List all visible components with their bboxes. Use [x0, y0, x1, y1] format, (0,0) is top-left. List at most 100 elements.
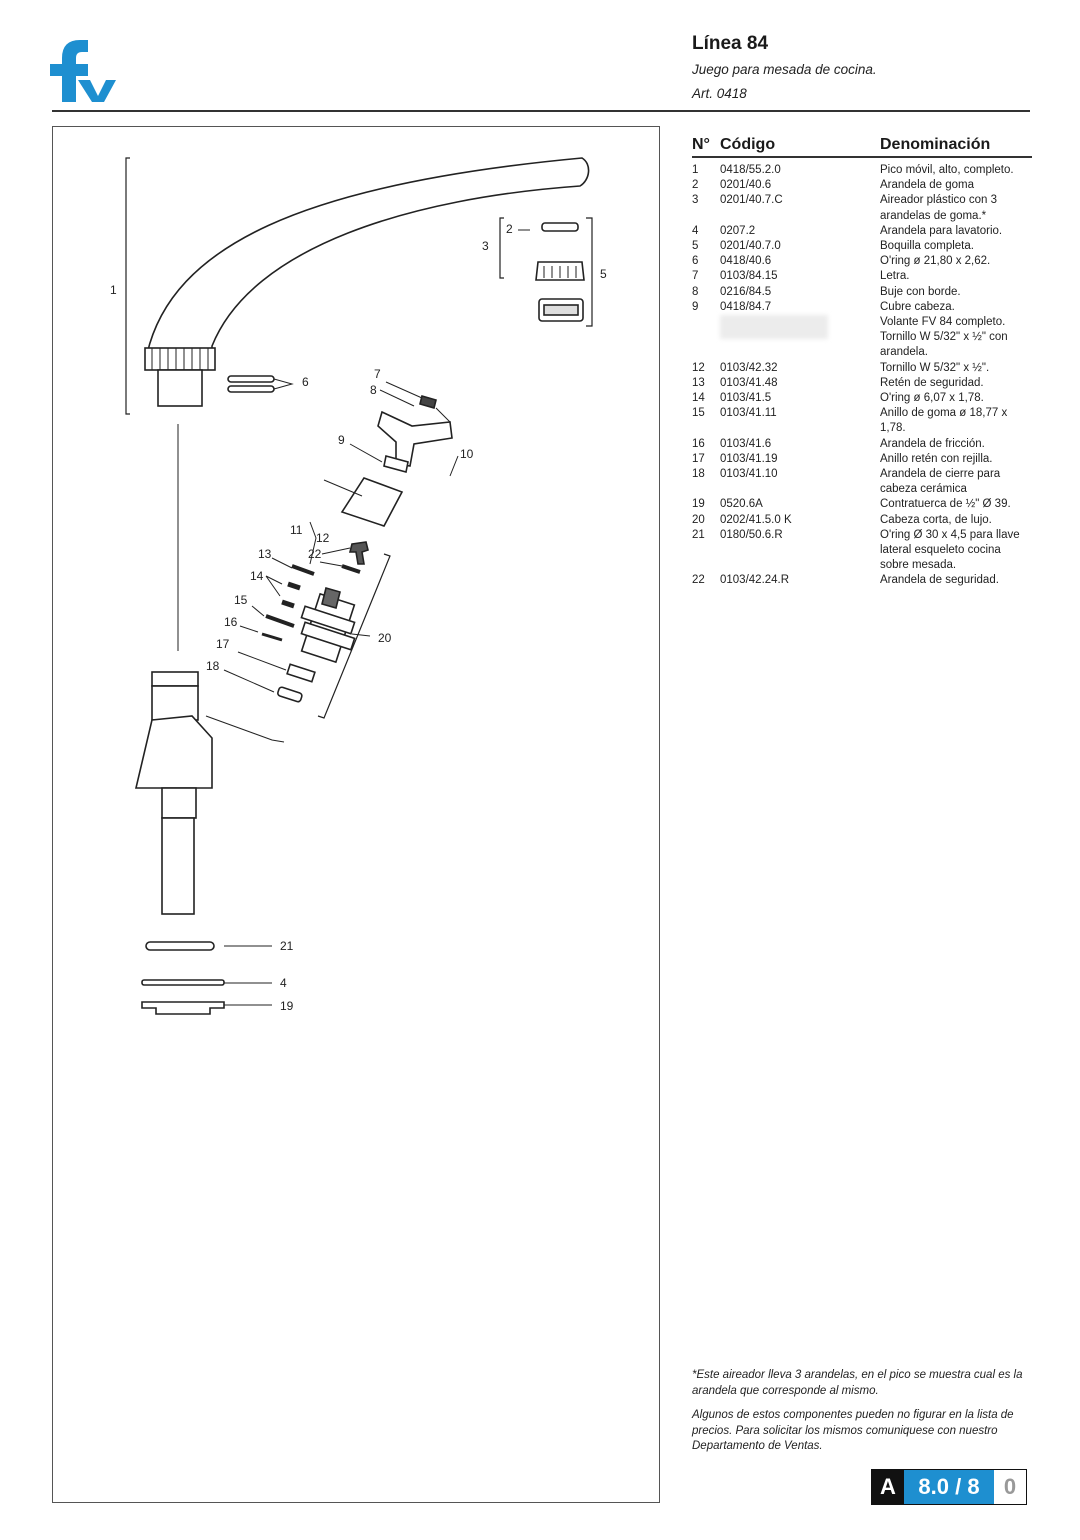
row-name: Cubre cabeza.: [880, 300, 955, 313]
oring-6b: [227, 385, 275, 393]
valve-tube: [161, 817, 195, 915]
spout-base: [157, 369, 203, 407]
row-code: [720, 315, 880, 361]
col-num-header: N°: [692, 136, 710, 153]
page-title: Línea 84: [692, 33, 769, 54]
table-row: Volante FV 84 completo. Tornillo W 5/32"…: [692, 315, 1032, 361]
badge-version: 8.0 / 8: [904, 1470, 994, 1504]
callout-22: 22: [308, 547, 322, 561]
washer-4: [141, 979, 225, 986]
table-row: 8 0216/84.5 Buje con borde.: [692, 285, 1032, 300]
valve-neck: [151, 685, 199, 721]
oring-14a: [287, 581, 301, 591]
callout-12: 12: [316, 531, 330, 545]
row-num: 15: [692, 407, 705, 420]
col-code-header: Código: [720, 136, 776, 153]
row-num: 8: [692, 285, 699, 298]
row-name: Pico móvil, alto, completo.: [880, 164, 1014, 176]
callout-19: 19: [280, 999, 294, 1013]
col-name-header: Denominación: [880, 136, 991, 153]
valve-top: [151, 671, 199, 687]
callout-18: 18: [206, 659, 220, 673]
row-name: Arandela de cierre para cabeza cerámica: [880, 468, 1001, 496]
row-name: Letra.: [880, 270, 910, 283]
row-code: 0202/41.5.0 K: [720, 513, 792, 526]
page-subtitle: Juego para mesada de cocina.: [692, 62, 877, 77]
callout-5: 5: [600, 267, 607, 281]
row-name: Retén de seguridad.: [880, 376, 984, 389]
callout-4: 4: [280, 976, 287, 990]
row-name: Anillo de goma ø 18,77 x 1,78.: [880, 407, 1008, 435]
callout-20: 20: [378, 631, 392, 645]
row-code: 0103/42.32: [720, 361, 778, 374]
seal-13: [291, 564, 315, 576]
valve-body: [134, 715, 213, 789]
row-num: 5: [692, 240, 699, 253]
row-num: 17: [692, 452, 705, 465]
row-code: 0180/50.6.R: [720, 528, 783, 541]
ring-15: [265, 614, 295, 628]
row-num: 13: [692, 376, 705, 389]
callout-17: 17: [216, 637, 230, 651]
row-code: 0418/84.7: [720, 300, 772, 313]
badge-suffix: 0: [994, 1470, 1026, 1504]
row-num: [692, 315, 720, 361]
callout-7: 7: [374, 367, 381, 381]
row-code: 0201/40.7.C: [720, 194, 783, 207]
row-name: Tornillo W 5/32" x ½".: [880, 361, 990, 374]
row-name: Arandela de fricción.: [880, 437, 985, 450]
row-name: O'ring Ø 30 x 4,5 para llave lateral esq…: [880, 528, 1020, 572]
row-code: 0207.2: [720, 224, 756, 237]
row-name: Volante FV 84 completo. Tornillo W 5/32"…: [880, 316, 1008, 359]
spout-part: [145, 157, 590, 355]
row-code: 0103/41.10: [720, 468, 778, 481]
callout-21: 21: [280, 939, 294, 953]
oring-6a: [227, 375, 275, 383]
footnotes: *Este aireador lleva 3 arandelas, en el …: [692, 1368, 1030, 1464]
row-num: 1: [692, 164, 699, 176]
callout-16: 16: [224, 615, 238, 629]
row-code: 0201/40.7.0: [720, 240, 781, 253]
row-name: O'ring ø 6,07 x 1,78.: [880, 392, 984, 405]
fv-logo: [48, 34, 116, 104]
article-number: Art. 0418: [692, 86, 747, 101]
row-code: 0201/40.6: [720, 179, 772, 192]
page-header: Línea 84 Juego para mesada de cocina. Ar…: [692, 30, 1032, 106]
screw-12: [348, 541, 369, 565]
obscured-cell: [720, 315, 828, 340]
spout-knurl: [144, 347, 216, 371]
washer-2: [541, 222, 579, 232]
row-name: Arandela para lavatorio.: [880, 224, 1003, 237]
badge-letter: A: [872, 1470, 904, 1504]
row-name: Buje con borde.: [880, 285, 961, 298]
row-code: 0103/41.6: [720, 437, 772, 450]
row-code: 0103/41.19: [720, 452, 778, 465]
row-code: 0103/42.24.R: [720, 574, 790, 587]
row-name: Arandela de seguridad.: [880, 574, 999, 587]
oring-21: [145, 941, 215, 951]
row-num: 20: [692, 513, 705, 526]
callout-6: 6: [302, 375, 309, 389]
washer-16: [261, 632, 283, 642]
row-num: 14: [692, 392, 705, 405]
washer-18: [277, 686, 303, 703]
oring-14b: [281, 599, 295, 609]
row-code: 0216/84.5: [720, 285, 772, 298]
disclaimer-note: Algunos de estos componentes pueden no f…: [692, 1409, 1014, 1452]
cross-handle: [377, 410, 453, 467]
row-code: 0103/41.11: [720, 407, 777, 420]
row-num: 22: [692, 574, 705, 587]
row-name: Aireador plástico con 3 arandelas de gom…: [880, 194, 997, 222]
aerator-note: *Este aireador lleva 3 arandelas, en el …: [692, 1369, 1023, 1397]
